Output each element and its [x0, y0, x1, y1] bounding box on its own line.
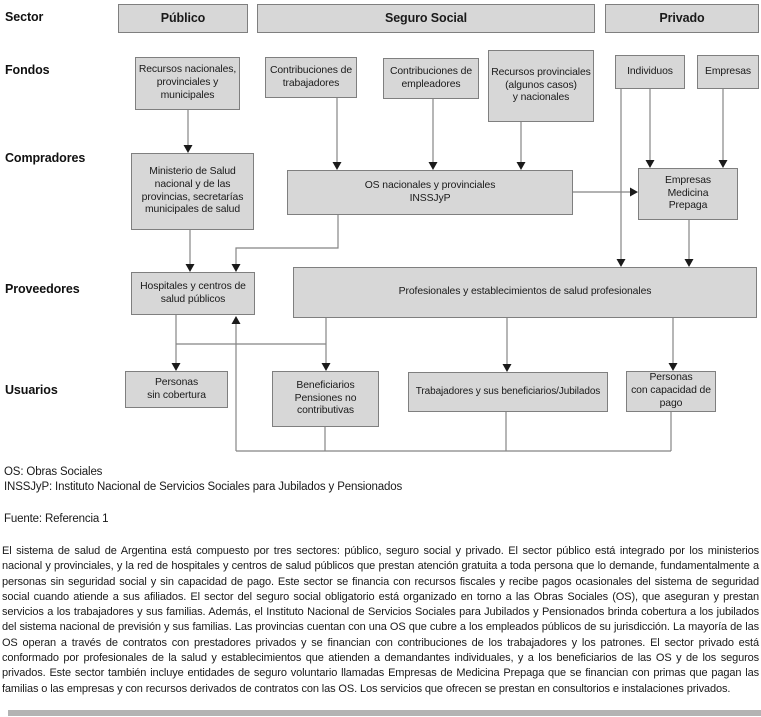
sector-header-publico: Público [118, 4, 248, 33]
box-profesionales: Profesionales y establecimientos de salu… [293, 267, 757, 318]
row-label-proveedores: Proveedores [5, 282, 80, 296]
box-os: OS nacionales y provinciales INSSJyP [287, 170, 573, 215]
arrowheads [171, 145, 728, 372]
box-hospitales: Hospitales y centros de salud públicos [131, 272, 255, 315]
box-empresas: Empresas [697, 55, 759, 89]
bottom-divider-bar [8, 710, 761, 716]
box-beneficiarios: Beneficiarios Pensiones no contributivas [272, 371, 379, 427]
box-recursos-provinciales: Recursos provinciales (algunos casos) y … [488, 50, 594, 122]
edge-os-hospitales [235, 215, 339, 265]
box-contribuciones-trabajadores: Contribuciones de trabajadores [265, 57, 357, 98]
box-ministerio: Ministerio de Salud nacional y de las pr… [131, 153, 254, 230]
row-label-usuarios: Usuarios [5, 383, 58, 397]
row-label-sector: Sector [5, 10, 44, 24]
box-empresas-prepaga: Empresas Medicina Prepaga [638, 168, 738, 220]
sector-header-privado: Privado [605, 4, 759, 33]
box-individuos: Individuos [615, 55, 685, 89]
row-label-compradores: Compradores [5, 151, 86, 165]
row-label-fondos: Fondos [5, 63, 50, 77]
description-paragraph: El sistema de salud de Argentina está co… [2, 545, 759, 695]
sector-header-seguro-social: Seguro Social [257, 4, 595, 33]
box-trabajadores: Trabajadores y sus beneficiarios/Jubilad… [408, 372, 608, 412]
box-personas-sin-cobertura: Personas sin cobertura [125, 371, 228, 408]
note-source: Fuente: Referencia 1 [4, 513, 109, 525]
box-contribuciones-empleadores: Contribuciones de empleadores [383, 58, 479, 99]
box-recursos-nacionales: Recursos nacionales, provinciales y muni… [135, 57, 240, 110]
note-inssjyp-definition: INSSJyP: Instituto Nacional de Servicios… [4, 481, 403, 493]
note-os-definition: OS: Obras Sociales [4, 466, 103, 478]
box-personas-capacidad: Personas con capacidad de pago [626, 371, 716, 412]
